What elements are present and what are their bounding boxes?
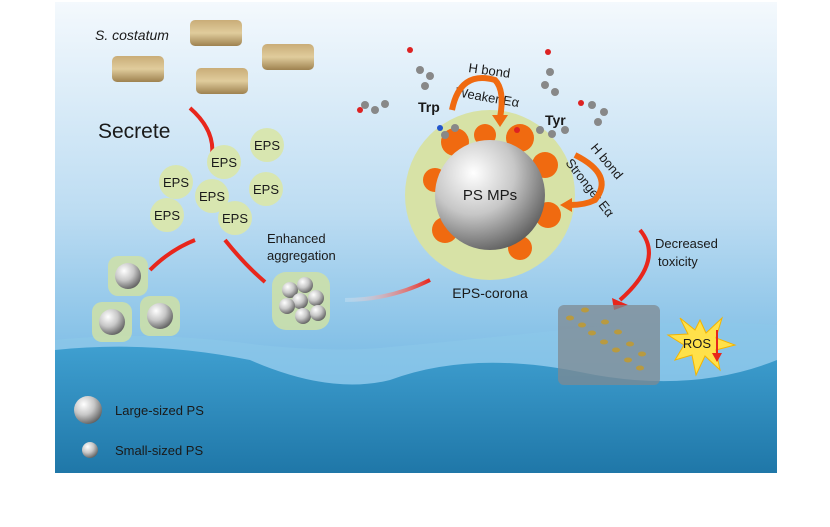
stronger-bond-arrow <box>569 152 605 208</box>
eps-bubble: EPS <box>195 179 229 213</box>
small-ps-aggregate <box>272 272 330 330</box>
diatom-cell <box>112 56 164 82</box>
legend: Large-sized PS Small-sized PS <box>74 396 204 458</box>
amino-acid-molecules <box>357 47 608 139</box>
toxicity-label: toxicity <box>658 254 698 269</box>
eps-bubbles: EPS EPS EPS EPS EPS EPS EPS <box>150 128 284 235</box>
decreased-label: Decreased <box>655 236 718 251</box>
arrowhead <box>492 115 508 127</box>
svg-text:EPS: EPS <box>254 138 280 153</box>
eps-bubble: EPS <box>218 201 252 235</box>
arrow-to-aggregate <box>223 238 267 284</box>
legend-large-ps: Large-sized PS <box>115 403 204 418</box>
svg-text:EPS: EPS <box>211 155 237 170</box>
arrow-to-corona <box>344 278 431 302</box>
svg-text:EPS: EPS <box>163 175 189 190</box>
arrowhead <box>712 353 722 362</box>
arrow-to-large-ps <box>148 238 196 272</box>
small-ps-legend-icon <box>82 442 98 458</box>
aggregation-label: aggregation <box>267 248 336 263</box>
enhanced-label: Enhanced <box>267 231 326 246</box>
large-ps-particles <box>92 256 180 342</box>
eps-corona-label: EPS-corona <box>452 285 528 301</box>
trp-label: Trp <box>418 99 440 115</box>
diatom-cell <box>196 68 248 94</box>
eps-bubble: EPS <box>150 198 184 232</box>
diatom-cells <box>112 20 314 94</box>
eps-bubble: EPS <box>250 128 284 162</box>
svg-text:EPS: EPS <box>154 208 180 223</box>
diatom-cell <box>262 44 314 70</box>
large-ps-legend-icon <box>74 396 102 424</box>
svg-text:EPS: EPS <box>253 182 279 197</box>
ps-mps-label: PS MPs <box>463 187 517 204</box>
legend-small-ps: Small-sized PS <box>115 443 203 458</box>
chloroplasts <box>566 307 646 371</box>
eps-bubble: EPS <box>159 165 193 199</box>
eps-bubble: EPS <box>207 145 241 179</box>
weaker-bond-arrow <box>449 75 505 119</box>
tyr-label: Tyr <box>545 112 566 128</box>
diatom-cell <box>190 20 242 46</box>
arrowhead <box>560 198 572 212</box>
secrete-label: Secrete <box>98 120 170 143</box>
species-label: S. costatum <box>95 27 169 43</box>
svg-text:EPS: EPS <box>222 211 248 226</box>
svg-text:EPS: EPS <box>199 189 225 204</box>
toxicity-arrow <box>618 228 651 302</box>
eps-bubble: EPS <box>249 172 283 206</box>
ps-microplastic-sphere <box>435 140 545 250</box>
ros-label: ROS <box>683 336 712 351</box>
